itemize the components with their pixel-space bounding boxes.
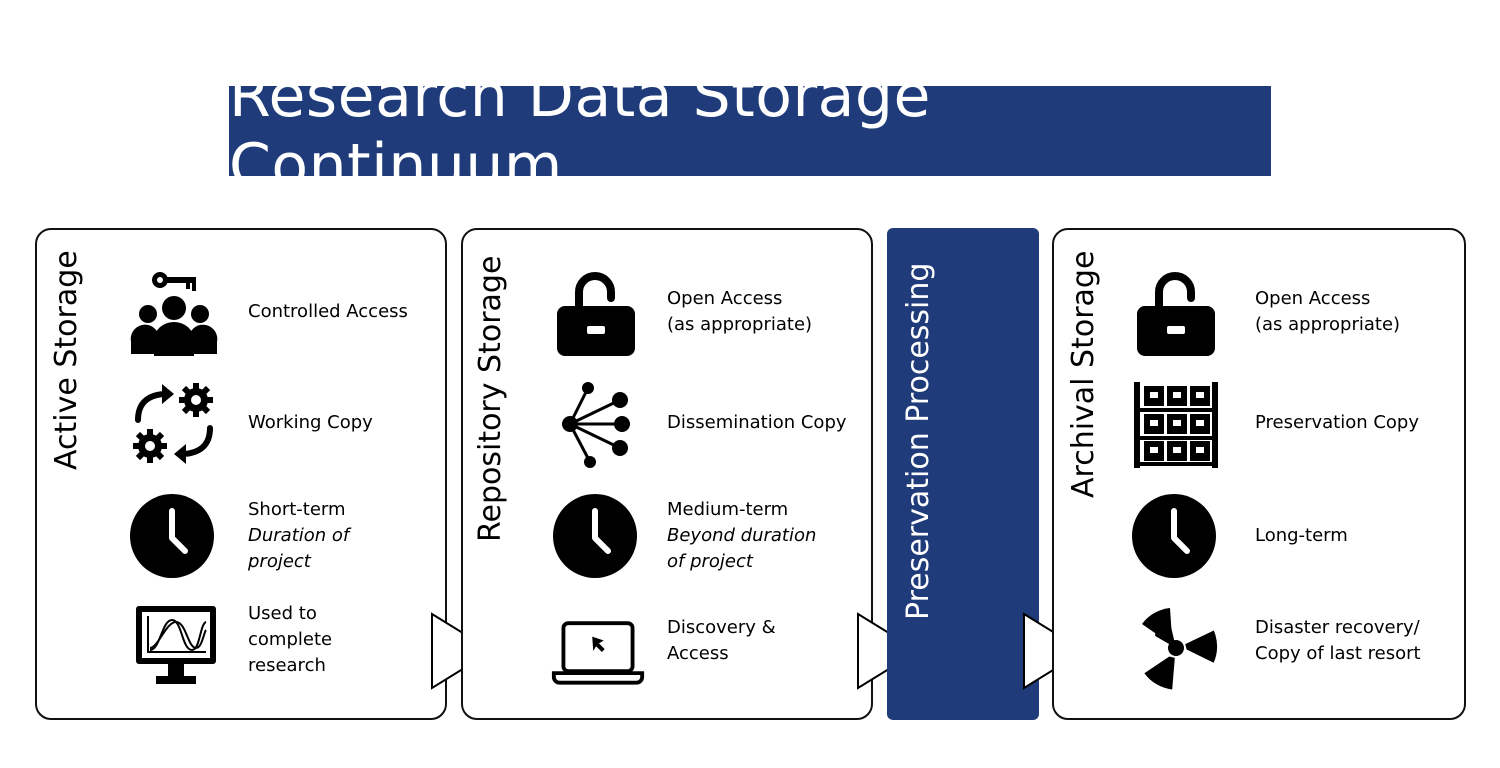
radiation-icon [1128, 600, 1224, 696]
active-item-label: Working Copy [248, 412, 373, 433]
workflow-gears-icon [126, 376, 222, 472]
preservation-processing-title: Preservation Processing [901, 262, 936, 620]
archival-storage-panel: Archival Storage [1052, 228, 1466, 720]
monitor-chart-icon [128, 598, 224, 694]
repository-storage-panel: Repository Storage [461, 228, 873, 720]
page-title: Research Data Storage Continuum [229, 61, 1271, 201]
clock-icon [124, 488, 220, 584]
active-item-label: Controlled Access [248, 301, 408, 322]
open-lock-icon [1128, 266, 1224, 362]
network-share-icon [550, 376, 646, 472]
active-item-label: Short-term Duration of project [248, 499, 350, 572]
repository-storage-title: Repository Storage [473, 255, 508, 542]
clock-icon [547, 488, 643, 584]
preservation-processing-column: Preservation Processing [887, 228, 1039, 720]
archival-item-label: Preservation Copy [1255, 412, 1420, 433]
clock-icon [1126, 488, 1222, 584]
key-group-icon [126, 266, 222, 362]
active-item-label: Used to complete research [248, 603, 333, 676]
repository-item-label: Open Access (as appropriate) [667, 288, 813, 335]
archival-item-label: Disaster recovery/ Copy of last resort [1255, 617, 1421, 664]
active-storage-title: Active Storage [49, 250, 84, 470]
repository-item-label: Dissemination Copy [667, 412, 847, 433]
archival-item-label: Long-term [1255, 525, 1348, 546]
open-lock-icon [548, 266, 644, 362]
shelves-icon [1128, 376, 1224, 472]
repository-item-label: Medium-term Beyond duration of project [667, 499, 817, 572]
repository-item-label: Discovery & Access [667, 617, 776, 664]
archival-storage-title: Archival Storage [1066, 250, 1101, 498]
laptop-cursor-icon [550, 604, 646, 700]
active-storage-panel: Active Storage [35, 228, 447, 720]
archival-item-label: Open Access (as appropriate) [1255, 288, 1401, 335]
